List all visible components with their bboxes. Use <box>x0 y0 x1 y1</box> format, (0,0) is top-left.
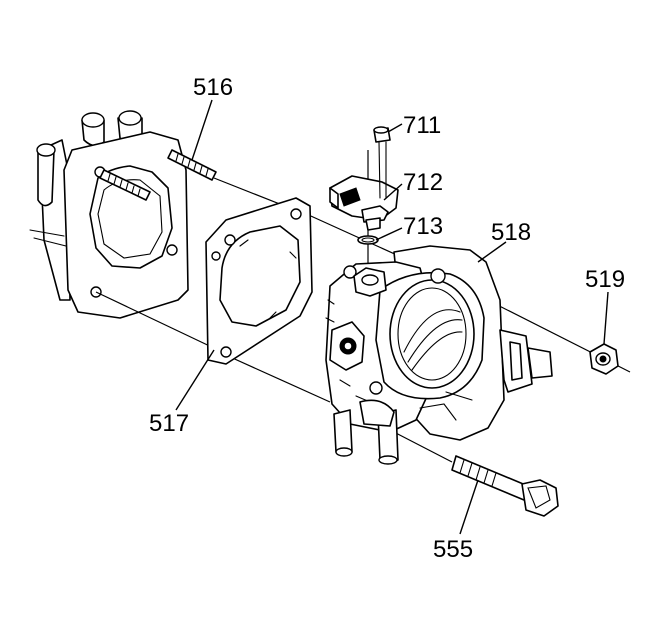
callout-517: 517 <box>149 410 189 437</box>
callout-519: 519 <box>585 266 625 293</box>
throttle-body-gasket <box>205 197 313 365</box>
callout-711: 711 <box>403 112 441 139</box>
manifold-stud-upper <box>99 169 151 201</box>
intake-manifold-flange <box>29 110 217 319</box>
callout-518: 518 <box>491 219 531 246</box>
o-ring-713 <box>357 235 379 245</box>
throttle-position-sensor-712 <box>329 175 399 231</box>
screw-711 <box>373 126 391 199</box>
callout-labels: 516 711 712 713 518 519 517 555 <box>149 74 625 563</box>
callout-leaders <box>175 99 609 535</box>
callout-712: 712 <box>403 169 443 196</box>
manifold-stud-516 <box>167 149 217 181</box>
callout-555: 555 <box>433 536 473 563</box>
callout-713: 713 <box>403 213 443 240</box>
nut-519 <box>589 343 619 375</box>
bolt-555 <box>451 455 559 517</box>
callout-516: 516 <box>193 74 233 101</box>
throttle-body-518 <box>325 245 553 465</box>
